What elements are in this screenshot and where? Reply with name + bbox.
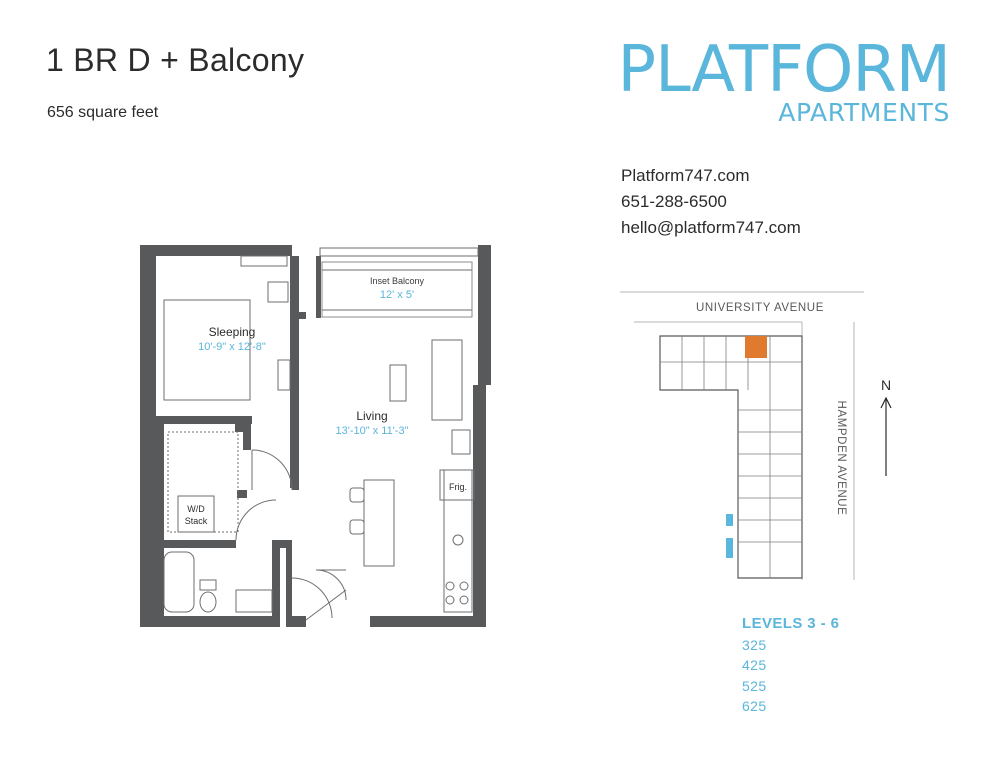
unit-number-list: 325 425 525 625 xyxy=(742,635,839,717)
levels-panel: LEVELS 3 - 6 325 425 525 625 xyxy=(742,614,839,717)
site-plan: UNIVERSITY AVENUE HAMPDEN AVENUE N xyxy=(620,291,892,580)
email-link[interactable]: hello@platform747.com xyxy=(621,218,801,237)
levels-title: LEVELS 3 - 6 xyxy=(742,615,840,632)
north-arrow-icon: N xyxy=(880,377,892,476)
unit-number: 625 xyxy=(742,698,767,714)
interior-walls xyxy=(156,256,321,622)
floor-plan: Inset Balcony 12' x 5' Sleeping 10'-9" x… xyxy=(140,245,491,627)
street-label-north: UNIVERSITY AVENUE xyxy=(696,302,824,314)
wd-label-line2: Stack xyxy=(185,516,208,526)
balcony-dims: 12' x 5' xyxy=(380,289,414,301)
unit-area: 656 square feet xyxy=(47,104,159,121)
unit-highlight xyxy=(745,336,767,358)
brand-logo: PLATFORM APARTMENTS xyxy=(618,38,951,126)
contact-info: Platform747.com 651-288-6500 hello@platf… xyxy=(621,163,801,241)
unit-number: 525 xyxy=(742,677,767,694)
building-outline xyxy=(659,335,803,579)
sleeping-dims: 10'-9" x 12'-8" xyxy=(198,341,266,353)
website-link[interactable]: Platform747.com xyxy=(621,166,750,185)
exterior-walls xyxy=(140,245,491,627)
unit-number: 425 xyxy=(742,657,767,673)
street-label-east: HAMPDEN AVENUE xyxy=(835,401,847,516)
site-marker-1 xyxy=(726,514,733,526)
unit-number: 325 xyxy=(742,636,767,653)
living-dims: 13'-10" x 11'-3" xyxy=(336,425,409,437)
unit-title: 1 BR D + Balcony xyxy=(46,42,305,78)
building-units xyxy=(660,336,802,578)
phone-number[interactable]: 651-288-6500 xyxy=(621,192,727,211)
brand-name: PLATFORM xyxy=(617,33,951,107)
living-label: Living xyxy=(356,409,387,423)
site-marker-2 xyxy=(726,538,733,558)
north-label: N xyxy=(881,377,891,393)
sleeping-label: Sleeping xyxy=(209,325,256,339)
balcony-label: Inset Balcony xyxy=(370,276,425,286)
brand-subtitle: APARTMENTS xyxy=(778,98,950,127)
wd-label-line1: W/D xyxy=(187,504,205,514)
fridge-label: Frig. xyxy=(449,482,467,492)
